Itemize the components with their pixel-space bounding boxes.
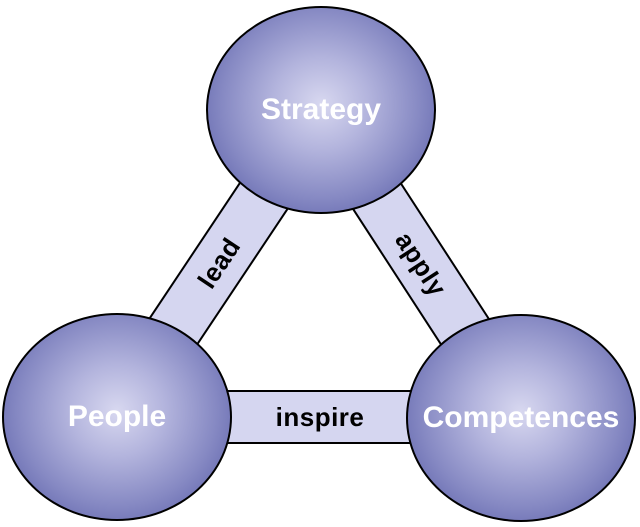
node-strategy-label: Strategy (260, 93, 382, 126)
node-people: People (2, 313, 232, 521)
connector-inspire-label: inspire (275, 401, 365, 432)
connector-lead-label: lead (191, 231, 247, 294)
node-competences: Competences (406, 314, 636, 522)
node-competences-label: Competences (422, 401, 620, 434)
connector-apply-label: apply (389, 226, 454, 302)
node-strategy: Strategy (206, 6, 436, 214)
node-people-label: People (67, 400, 167, 433)
